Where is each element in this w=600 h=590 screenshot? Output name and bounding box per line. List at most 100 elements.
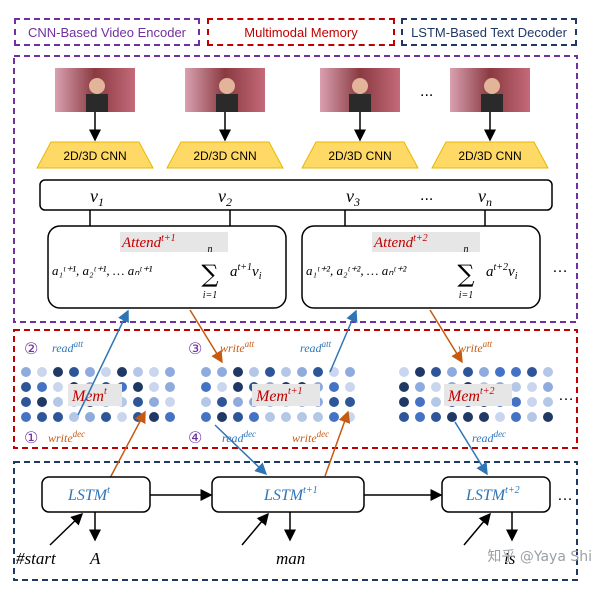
read-att-label-1: readatt <box>52 339 84 355</box>
mem-label-bg-1 <box>68 384 122 406</box>
lstm-label-1: LSTMt <box>67 485 110 504</box>
cnn-block-n <box>431 141 549 169</box>
memory-slot-dot <box>527 367 537 377</box>
cnn-block-1 <box>36 141 154 169</box>
memory-slot-dot <box>345 367 355 377</box>
memory-slot-dot <box>431 382 441 392</box>
lstm-label-2: LSTMt+1 <box>263 485 318 504</box>
memory-slot-dot <box>21 397 31 407</box>
memory-slot-dot <box>511 412 521 422</box>
memory-slot-dot <box>447 412 457 422</box>
memory-slot-dot <box>527 412 537 422</box>
memory-slot-dot <box>313 412 323 422</box>
memory-slot-dot <box>415 397 425 407</box>
memory-slot-dot <box>297 412 307 422</box>
memory-slot-dot <box>265 412 275 422</box>
write-dec-label-2: writedec <box>292 429 329 445</box>
memory-slot-dot <box>527 382 537 392</box>
cnn-label-3: 2D/3D CNN <box>328 149 391 163</box>
memory-slot-dot <box>495 412 505 422</box>
attend-term-1: at+1vi <box>230 262 262 282</box>
memory-ellipsis: … <box>558 387 574 404</box>
legend-text-decoder: LSTM-Based Text Decoder <box>401 18 577 46</box>
video-frame-3 <box>320 68 400 112</box>
memory-slot-dot <box>165 397 175 407</box>
memory-slot-dot <box>511 397 521 407</box>
memory-region <box>13 329 578 449</box>
attend-ellipsis: … <box>552 259 568 276</box>
memory-slot-dot <box>21 382 31 392</box>
memory-slot-dot <box>543 367 553 377</box>
step-3-icon: ③ <box>188 339 202 358</box>
memory-slot-dot <box>37 397 47 407</box>
memory-slot-dot <box>431 412 441 422</box>
memory-slot-dot <box>165 367 175 377</box>
attend-sum-top-1: n <box>208 244 213 255</box>
memory-slot-dot <box>399 412 409 422</box>
legend-video-encoder: CNN-Based Video Encoder <box>14 18 200 46</box>
memory-slot-dot <box>463 367 473 377</box>
memory-slot-dot <box>249 412 259 422</box>
cnn-label-2: 2D/3D CNN <box>193 149 256 163</box>
memory-slot-dot <box>415 367 425 377</box>
attend-sum-bottom-2: i=1 <box>459 290 474 301</box>
attend-sum-bottom-1: i=1 <box>203 290 218 301</box>
memory-slot-dot <box>313 367 323 377</box>
arrow-read-dec-2 <box>454 421 488 476</box>
sum-icon-1: ∑ <box>201 260 218 288</box>
word-output-2: man <box>276 549 305 568</box>
step-2-icon: ② <box>24 339 38 358</box>
memory-slot-dot <box>21 367 31 377</box>
memory-slot-dot <box>53 382 63 392</box>
legend-memory: Multimodal Memory <box>207 18 395 46</box>
memory-slot-dot <box>399 367 409 377</box>
memory-slot-dot <box>53 412 63 422</box>
memory-slot-dot <box>37 412 47 422</box>
feature-ellipsis: ... <box>420 187 433 204</box>
legend-text-decoder-label: LSTM-Based Text Decoder <box>411 24 567 40</box>
step-1-icon: ① <box>24 428 38 447</box>
feature-bar <box>39 179 553 211</box>
word-output-3: is <box>504 549 516 568</box>
memory-slot-dot <box>543 412 553 422</box>
memory-slot-dot <box>149 367 159 377</box>
memory-slot-dot <box>117 412 127 422</box>
attend-weights-2: a₁ᵗ⁺², a₂ᵗ⁺², … aₙᵗ⁺² <box>306 263 407 278</box>
memory-slot-dot <box>133 367 143 377</box>
memory-slot-dot <box>527 397 537 407</box>
cnn-block-2 <box>166 141 284 169</box>
cnn-label-1: 2D/3D CNN <box>63 149 126 163</box>
memory-slot-dot <box>133 397 143 407</box>
memory-slot-dot <box>495 367 505 377</box>
feature-vn: vn <box>478 186 492 209</box>
memory-slot-dot <box>265 367 275 377</box>
memory-slot-dot <box>511 382 521 392</box>
mem-label-2: Memt+1 <box>255 386 303 405</box>
text-decoder-region <box>13 461 578 581</box>
attend-label-bg-2 <box>372 232 480 252</box>
memory-slot-dot <box>149 412 159 422</box>
memory-slot-dot <box>297 367 307 377</box>
video-frame-2 <box>185 68 265 112</box>
frames-ellipsis: ... <box>420 83 433 100</box>
legend-memory-label: Multimodal Memory <box>244 24 358 40</box>
read-dec-label-2: readdec <box>472 429 506 445</box>
memory-slot-dot <box>345 382 355 392</box>
memory-slot-dot <box>329 412 339 422</box>
memory-slot-dot <box>447 367 457 377</box>
memory-slot-dot <box>69 367 79 377</box>
memory-slot-dot <box>415 412 425 422</box>
memory-slot-dot <box>149 397 159 407</box>
memory-slot-dot <box>479 367 489 377</box>
memory-slot-dot <box>69 412 79 422</box>
memory-slot-dot <box>201 397 211 407</box>
memory-slot-dot <box>149 382 159 392</box>
memory-slot-dot <box>511 367 521 377</box>
step-4-icon: ④ <box>188 428 202 447</box>
video-encoder-region <box>13 55 578 323</box>
memory-slot-dot <box>85 367 95 377</box>
memory-slot-dot <box>117 367 127 377</box>
memory-slot-dot <box>415 382 425 392</box>
